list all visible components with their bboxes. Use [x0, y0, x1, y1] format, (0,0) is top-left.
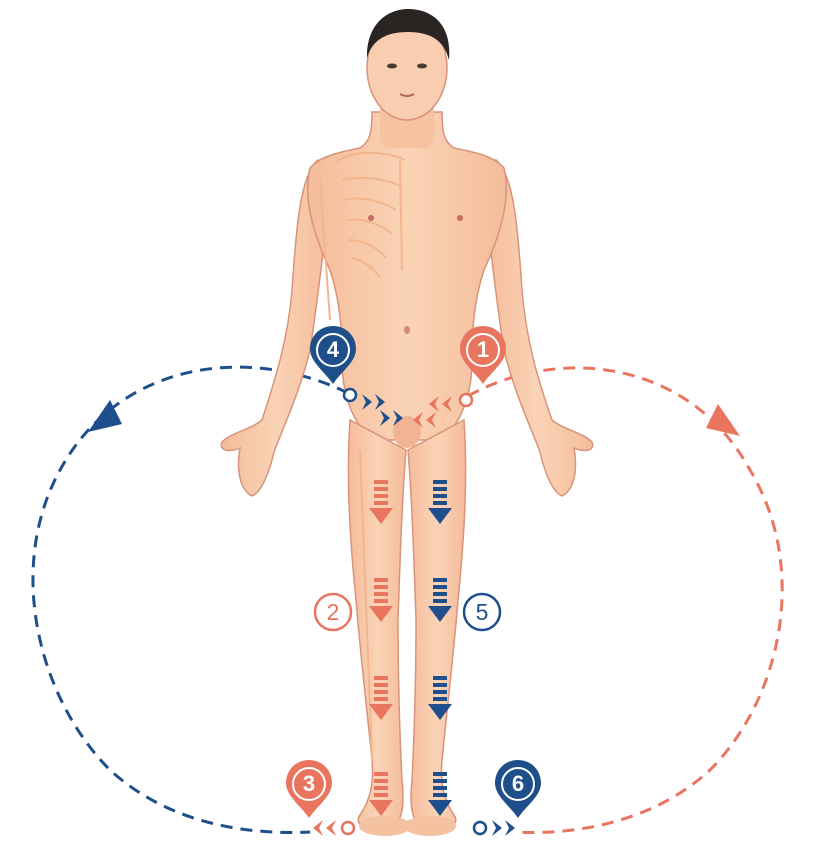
- human-body-front-icon: [221, 9, 592, 836]
- marker-2-label: 2: [327, 599, 340, 625]
- double-chevron-icon: [492, 820, 515, 836]
- marker-1-label: 1: [477, 337, 489, 362]
- point-circle-m6: [474, 822, 486, 834]
- point-circle-m3: [342, 822, 354, 834]
- marker-3-label: 3: [303, 771, 315, 796]
- marker-pin-6: 6: [495, 760, 541, 818]
- double-chevron-icon: [313, 820, 336, 836]
- marker-pin-3: 3: [286, 760, 332, 818]
- marker-4-label: 4: [327, 337, 340, 362]
- marker-6-label: 6: [512, 771, 524, 796]
- marker-circle-5: 5: [464, 594, 500, 630]
- point-circle-m1: [460, 394, 472, 406]
- point-circle-m4: [344, 389, 356, 401]
- marker-5-label: 5: [476, 599, 489, 625]
- marker-circle-2: 2: [315, 594, 351, 630]
- right-loop-arrowhead: [706, 404, 740, 436]
